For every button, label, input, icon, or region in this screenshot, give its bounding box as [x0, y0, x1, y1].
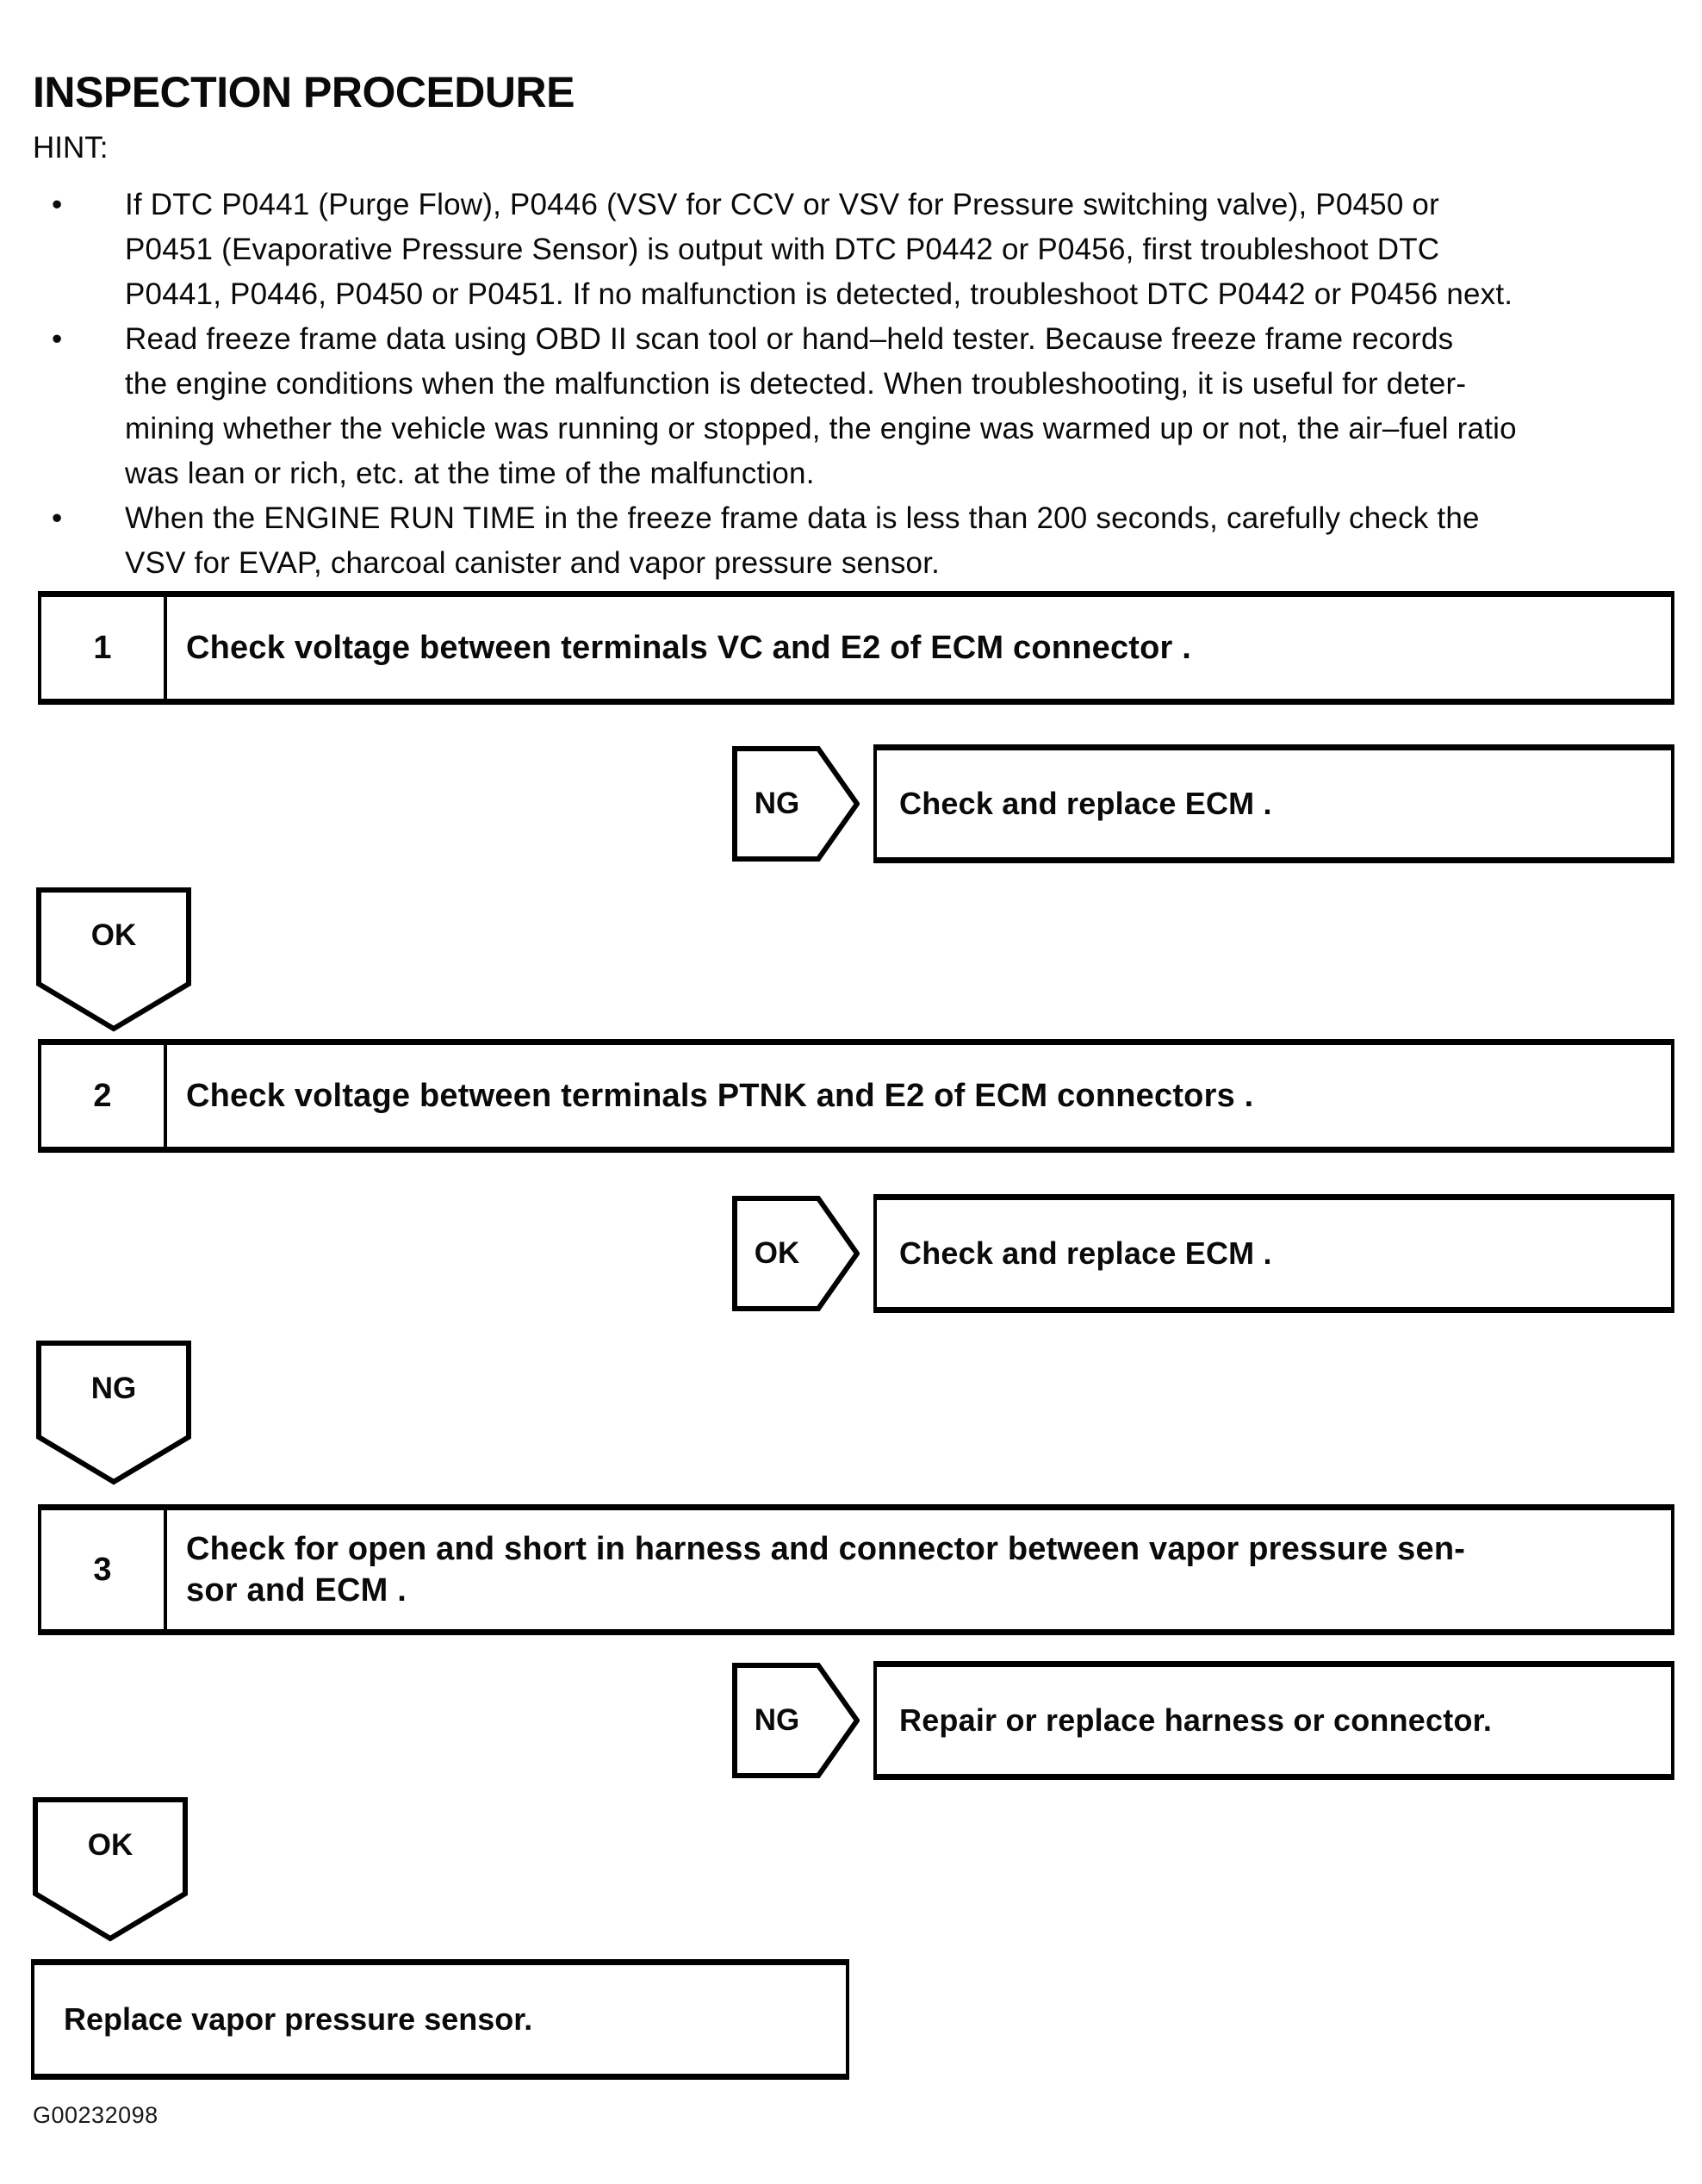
bullet-text: If DTC P0441 (Purge Flow), P0446 (VSV fo… [125, 183, 1678, 317]
decision-label: NG [754, 787, 800, 820]
bullet-icon: • [52, 322, 63, 356]
arrow-right-icon [732, 1663, 860, 1778]
hint-label: HINT: [33, 131, 109, 165]
text-line: P0441, P0446, P0450 or P0451. If no malf… [125, 277, 1513, 311]
step-number: 1 [41, 597, 167, 699]
text-line: mining whether the vehicle was running o… [125, 412, 1517, 445]
arrow-right-icon [732, 1196, 860, 1311]
text-line: When the ENGINE RUN TIME in the freeze f… [125, 501, 1480, 535]
list-item: • If DTC P0441 (Purge Flow), P0446 (VSV … [33, 183, 1678, 317]
step-title: Check voltage between terminals VC and E… [167, 597, 1671, 699]
flow-connector-ng-2: NG [36, 1341, 191, 1485]
arrow-right-icon [732, 746, 860, 862]
action-text: Check and replace ECM . [899, 786, 1272, 821]
figure-id: G00232098 [33, 2102, 158, 2128]
flow-connector-ok-1: OK [36, 887, 191, 1032]
action-box: Check and replace ECM . [873, 1194, 1674, 1313]
flow-connector-ok-3: OK [33, 1797, 188, 1942]
bullet-icon: • [52, 501, 63, 535]
step-number: 3 [41, 1510, 167, 1629]
action-text: Check and replace ECM . [899, 1235, 1272, 1271]
bullet-icon: • [52, 188, 63, 221]
action-text: Repair or replace harness or connector. [899, 1702, 1493, 1738]
list-item: • When the ENGINE RUN TIME in the freeze… [33, 496, 1678, 586]
text-line: the engine conditions when the malfuncti… [125, 367, 1467, 401]
decision-label: NG [754, 1703, 800, 1737]
step-box-2: 2 Check voltage between terminals PTNK a… [38, 1039, 1674, 1153]
connector-label: NG [90, 1372, 137, 1405]
text-line: sor and ECM . [186, 1572, 407, 1608]
bullet-text: When the ENGINE RUN TIME in the freeze f… [125, 496, 1678, 586]
step-title: Check voltage between terminals PTNK and… [167, 1045, 1671, 1147]
step-number: 2 [41, 1045, 167, 1147]
hint-list: • If DTC P0441 (Purge Flow), P0446 (VSV … [33, 183, 1678, 586]
bullet-text: Read freeze frame data using OBD II scan… [125, 317, 1678, 496]
arrow-down-icon [33, 1797, 188, 1942]
arrow-down-icon [36, 1341, 191, 1485]
text-line: Check voltage between terminals PTNK and… [186, 1078, 1254, 1114]
step-title: Check for open and short in harness and … [167, 1510, 1671, 1629]
text-line: Check for open and short in harness and … [186, 1531, 1466, 1567]
text-line: P0451 (Evaporative Pressure Sensor) is o… [125, 233, 1440, 266]
decision-arrow-ng-1: NG [732, 746, 860, 862]
connector-label: OK [87, 1828, 134, 1862]
decision-label: OK [754, 1236, 800, 1270]
step-box-1: 1 Check voltage between terminals VC and… [38, 591, 1674, 705]
decision-arrow-ok-2: OK [732, 1196, 860, 1311]
page-title: INSPECTION PROCEDURE [33, 68, 575, 116]
list-item: • Read freeze frame data using OBD II sc… [33, 317, 1678, 496]
arrow-down-icon [36, 887, 191, 1032]
final-action-text: Replace vapor pressure sensor. [64, 2001, 533, 2037]
text-line: VSV for EVAP, charcoal canister and vapo… [125, 546, 941, 580]
text-line: Read freeze frame data using OBD II scan… [125, 322, 1454, 356]
connector-label: OK [90, 918, 137, 952]
text-line: Check voltage between terminals VC and E… [186, 630, 1192, 666]
text-line: was lean or rich, etc. at the time of th… [125, 457, 815, 490]
action-box: Check and replace ECM . [873, 744, 1674, 863]
decision-arrow-ng-3: NG [732, 1663, 860, 1778]
step-box-3: 3 Check for open and short in harness an… [38, 1504, 1674, 1635]
action-box: Repair or replace harness or connector. [873, 1661, 1674, 1780]
final-action-box: Replace vapor pressure sensor. [31, 1959, 849, 2080]
text-line: If DTC P0441 (Purge Flow), P0446 (VSV fo… [125, 188, 1439, 221]
